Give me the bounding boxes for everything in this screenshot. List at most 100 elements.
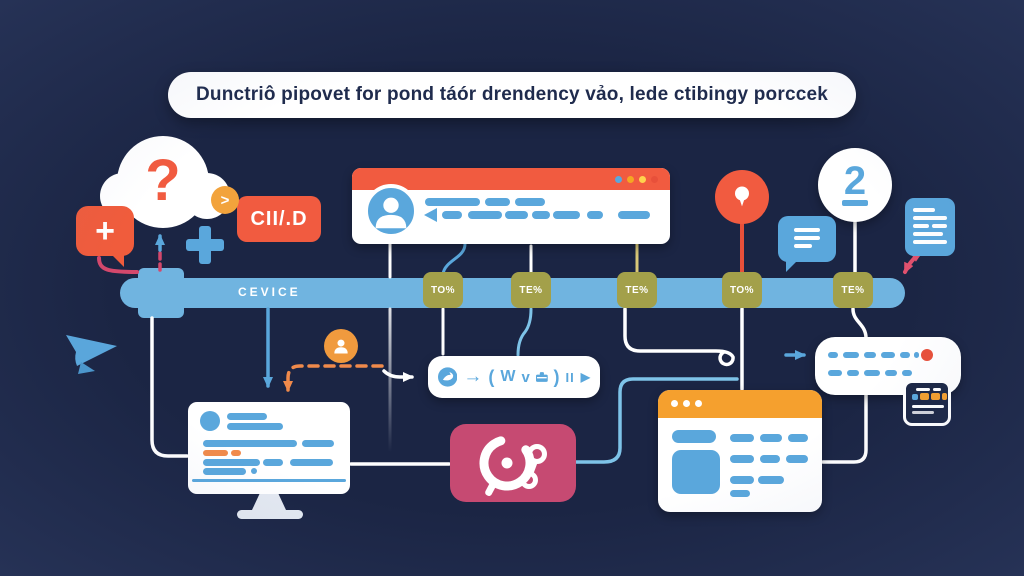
- text-line: [302, 440, 334, 447]
- window-dot: [683, 400, 690, 407]
- window-dot: [671, 400, 678, 407]
- text-line: [900, 352, 910, 358]
- person-icon: [375, 197, 407, 229]
- text-line: [468, 211, 502, 219]
- window-dots: [615, 176, 658, 183]
- chat-bubble-icon: [778, 216, 836, 272]
- node-label: TE%: [519, 284, 543, 296]
- timeline-node-2: TE%: [511, 272, 551, 308]
- document-card: [905, 198, 955, 256]
- lightbulb-badge: [715, 170, 769, 224]
- text-line: [730, 434, 754, 442]
- text-line: [933, 388, 941, 391]
- divider: [192, 479, 346, 482]
- text-line: [290, 459, 333, 466]
- node-label: TO%: [729, 284, 755, 296]
- token-w: W: [500, 368, 516, 385]
- briefcase-icon: [535, 372, 548, 382]
- text-line: [794, 236, 820, 240]
- blue-plus-icon: [186, 226, 224, 264]
- paren-open: (: [488, 366, 495, 387]
- timeline-device-label: CEVICE: [238, 285, 301, 299]
- text-line: [828, 370, 842, 376]
- text-line: [442, 211, 462, 219]
- text-line: [847, 370, 859, 376]
- node-label: TE%: [841, 284, 865, 296]
- text-line: [916, 388, 930, 391]
- node-label: TO%: [430, 284, 456, 296]
- text-line: [760, 455, 780, 463]
- text-line: [788, 434, 808, 442]
- text-line: [913, 232, 943, 236]
- automation-box: [450, 424, 576, 502]
- arrow-icon: →: [463, 366, 483, 387]
- dot: [251, 468, 257, 474]
- text-line: [485, 198, 510, 206]
- thumbnail-square: [672, 450, 720, 494]
- text-line: [730, 455, 754, 463]
- text-line: [913, 224, 929, 228]
- timeline-node-1: TO%: [423, 272, 463, 308]
- step-number-base: [842, 200, 868, 206]
- text-line: [912, 405, 944, 408]
- text-line: [913, 216, 947, 220]
- person-icon: [334, 339, 348, 354]
- text-line: [885, 370, 897, 376]
- text-line: [553, 211, 580, 219]
- pause-icon: II: [565, 369, 575, 385]
- window-dot: [615, 176, 622, 183]
- cell: [912, 394, 918, 400]
- plus-bubble: +: [76, 206, 134, 267]
- text-line: [227, 423, 283, 430]
- monitor-screen: [188, 402, 350, 494]
- text-line: [505, 211, 528, 219]
- text-line: [912, 411, 934, 414]
- text-line: [794, 228, 820, 232]
- play-icon: ▶: [580, 370, 590, 384]
- text-line: [263, 459, 283, 466]
- text-line: [618, 211, 650, 219]
- cicd-badge: CII/.D: [237, 196, 321, 242]
- text-line: [913, 208, 935, 212]
- text-line: [794, 244, 812, 248]
- cell: [920, 393, 929, 400]
- thumbnail-pill: [672, 430, 716, 443]
- token-v: v: [521, 368, 530, 386]
- text-line: [914, 352, 919, 358]
- window-dot: [639, 176, 646, 183]
- text-line: [425, 198, 480, 206]
- chevron-icon: >: [220, 191, 230, 209]
- highlight-line: [231, 450, 241, 456]
- monitor-base: [237, 510, 303, 519]
- cell: [931, 393, 940, 400]
- avatar: [200, 411, 220, 431]
- monitor-stand: [252, 494, 286, 510]
- cell: [942, 393, 947, 400]
- dashboard-window: [658, 390, 822, 512]
- question-mark: ?: [145, 147, 181, 213]
- robot-arm-icon: [479, 435, 547, 497]
- paren-close: ): [553, 366, 560, 387]
- timeline-start-block: [138, 268, 184, 318]
- text-line: [864, 352, 876, 358]
- bird-icon: [438, 367, 458, 387]
- text-line: [913, 240, 947, 244]
- plus-icon: +: [95, 212, 115, 250]
- text-line: [786, 455, 808, 463]
- avatar: [364, 184, 418, 238]
- text-line: [203, 468, 246, 475]
- text-line: [730, 490, 750, 497]
- browser-window: [352, 168, 670, 244]
- window-dot: [695, 400, 702, 407]
- text-line: [203, 459, 260, 466]
- text-line: [843, 352, 859, 358]
- text-line: [203, 440, 297, 447]
- text-line: [881, 352, 895, 358]
- chevron-badge: >: [211, 186, 239, 214]
- red-dot: [921, 349, 933, 361]
- step-number: 2: [843, 159, 867, 203]
- text-line: [932, 224, 947, 228]
- text-line: [902, 370, 912, 376]
